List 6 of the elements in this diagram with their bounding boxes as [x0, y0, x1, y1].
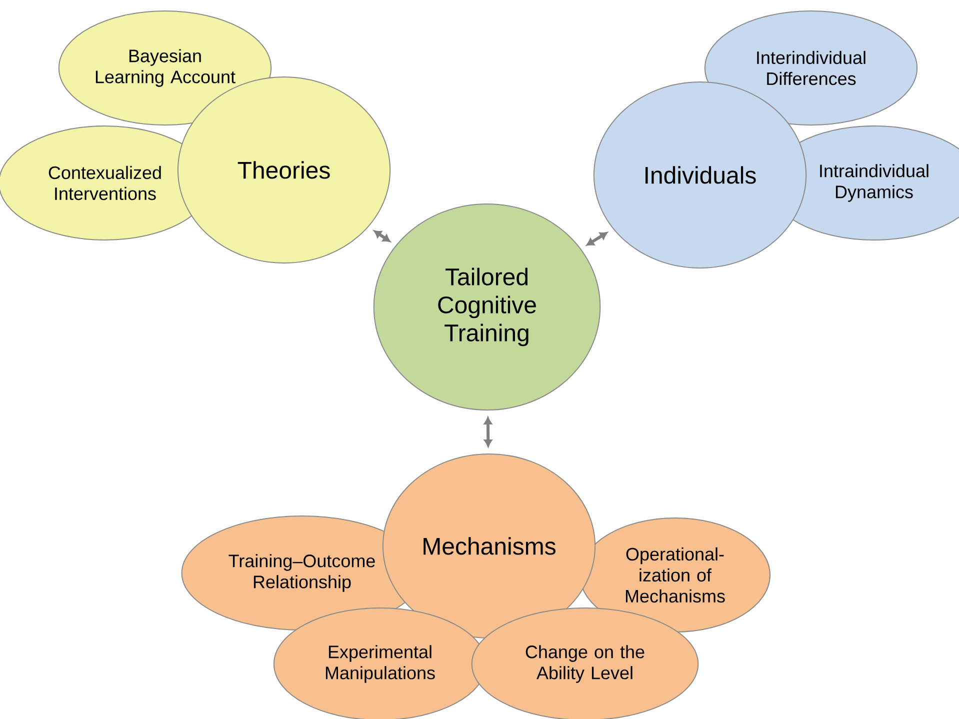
arrow [374, 230, 390, 242]
node-label: Change on the Ability Level [526, 645, 644, 683]
node-label: Experimental Manipulations [326, 645, 435, 683]
arrow [586, 232, 608, 246]
arrow [484, 417, 492, 447]
node-label: Intraindividual Dynamics [820, 164, 928, 202]
